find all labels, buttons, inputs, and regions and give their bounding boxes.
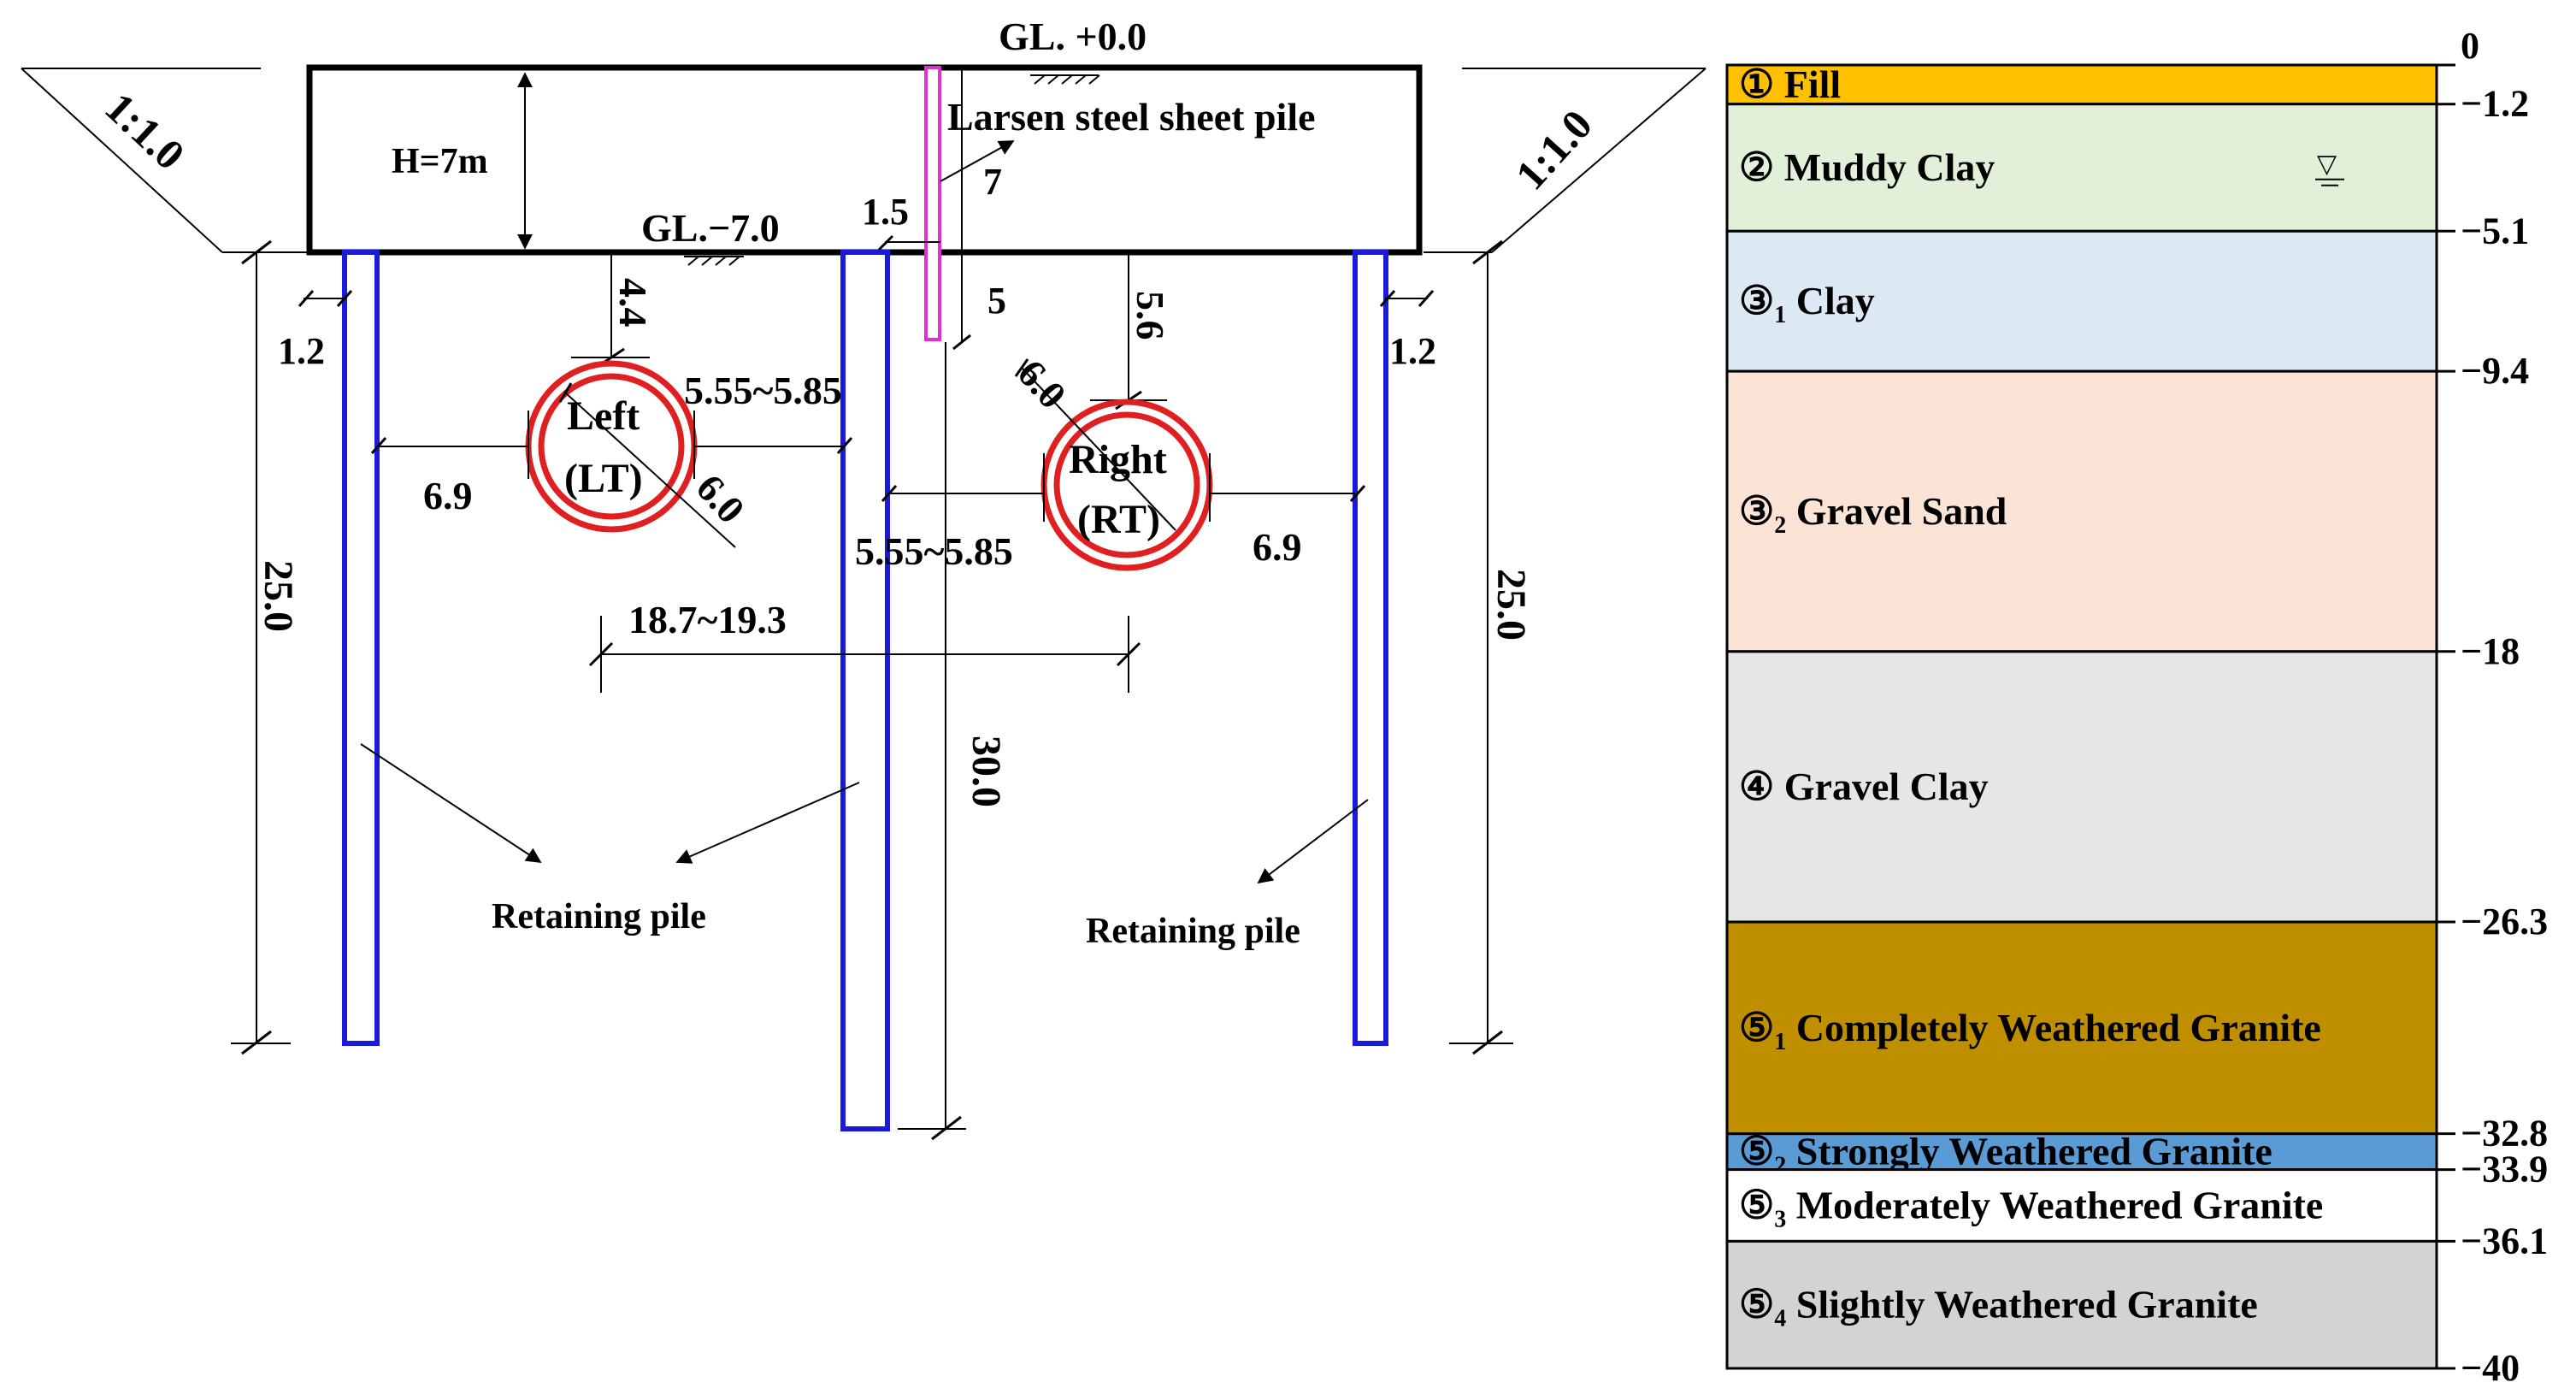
tunnel-right-line2: (RT) bbox=[1077, 497, 1160, 542]
spacing-left-mid: 5.55~5.85 bbox=[684, 369, 842, 412]
spacing-right-mid: 5.55~5.85 bbox=[855, 529, 1013, 573]
ground-level-top: GL. +0.0 bbox=[999, 15, 1147, 58]
tunnel-left-line2: (LT) bbox=[564, 456, 643, 501]
tunnel-right-diameter: 6.0 bbox=[1010, 351, 1075, 417]
offset-right-label: 1.2 bbox=[1389, 330, 1436, 372]
pile-length-middle: 30.0 bbox=[964, 735, 1009, 807]
cover-depth-right: 5.6 bbox=[1129, 291, 1172, 340]
stratum-layer bbox=[1725, 1168, 2438, 1243]
water-table-icon: ▽ bbox=[2317, 151, 2337, 179]
depth-label: −1.2 bbox=[2461, 83, 2529, 125]
retaining-pile-label-left: Retaining pile bbox=[492, 897, 706, 936]
larsen-dim-7: 7 bbox=[983, 161, 1002, 203]
larsen-sheet-pile bbox=[924, 66, 941, 341]
larsen-label: Larsen steel sheet pile bbox=[947, 95, 1316, 139]
tunnel-left bbox=[525, 360, 698, 533]
excavation-section: H=7m GL. +0.0 Larsen steel sheet pile 7 … bbox=[21, 15, 1707, 1141]
retaining-pile-left bbox=[342, 250, 380, 1046]
depth-label: 0 bbox=[2461, 25, 2479, 67]
retaining-pile-middle bbox=[840, 250, 890, 1131]
ground-level-bottom: GL.−7.0 bbox=[641, 206, 780, 250]
stratum-layer bbox=[1725, 1132, 2438, 1172]
stratum-label: ① Fill bbox=[1739, 62, 1841, 106]
depth-label: −18 bbox=[2461, 630, 2520, 672]
retaining-pile-label-right: Retaining pile bbox=[1086, 912, 1300, 951]
stratum-layer bbox=[1725, 229, 2438, 373]
tunnel-right-line1: Right bbox=[1069, 437, 1167, 482]
stratum-label: ② Muddy Clay bbox=[1739, 145, 1995, 189]
stratum-label: ⑤4 Slightly Weathered Granite bbox=[1739, 1283, 2258, 1332]
center-distance: 18.7~19.3 bbox=[628, 598, 787, 641]
strata-column: ① Fill ② Muddy Clay ③1 Clay ③2 Gravel Sand ④… bbox=[1725, 25, 2548, 1389]
depth-label: −26.3 bbox=[2461, 901, 2548, 942]
depth-label: −33.9 bbox=[2461, 1149, 2548, 1190]
larsen-dim-5: 5 bbox=[987, 280, 1006, 322]
ground-hatch-bottom bbox=[684, 256, 744, 266]
retaining-pile-right bbox=[1353, 250, 1388, 1046]
stratum-label: ⑤2 Strongly Weathered Granite bbox=[1739, 1130, 2272, 1179]
pile-length-right: 25.0 bbox=[1488, 569, 1534, 641]
stratum-layer bbox=[1725, 650, 2438, 924]
depth-label: −9.4 bbox=[2461, 350, 2529, 392]
stratum-layer bbox=[1725, 63, 2438, 106]
stratum-layer bbox=[1725, 1239, 2438, 1370]
slope-ratio-left: 1:1.0 bbox=[96, 83, 193, 179]
depth-label: −36.1 bbox=[2461, 1220, 2548, 1261]
slope-ratio-right: 1:1.0 bbox=[1506, 100, 1601, 198]
stratum-label: ④ Gravel Clay bbox=[1739, 765, 1989, 808]
right-slope bbox=[1424, 68, 1707, 253]
depth-label: −40 bbox=[2461, 1347, 2520, 1389]
tunnel-left-line1: Left bbox=[567, 393, 640, 439]
left-slope bbox=[21, 68, 308, 253]
tunnel-left-diameter: 6.0 bbox=[688, 466, 753, 532]
cover-depth-left: 4.4 bbox=[611, 278, 655, 328]
excavation-height-label: H=7m bbox=[392, 142, 488, 181]
stratum-label: ③2 Gravel Sand bbox=[1739, 489, 2007, 539]
larsen-offset: 1.5 bbox=[862, 191, 909, 233]
stratum-label: ⑤1 Completely Weathered Granite bbox=[1739, 1006, 2321, 1055]
spacing-left-outer: 6.9 bbox=[423, 474, 473, 517]
pile-length-left: 25.0 bbox=[256, 560, 301, 632]
tunnel-right bbox=[1040, 399, 1213, 571]
stratum-layer bbox=[1725, 369, 2438, 653]
depth-label: −5.1 bbox=[2461, 210, 2529, 251]
spacing-right-outer: 6.9 bbox=[1253, 525, 1302, 569]
stratum-label: ⑤3 Moderately Weathered Granite bbox=[1739, 1184, 2323, 1233]
depth-label: −32.8 bbox=[2461, 1113, 2548, 1155]
stratum-layer bbox=[1725, 103, 2438, 233]
stratum-label: ③1 Clay bbox=[1739, 279, 1875, 328]
ground-hatch-top bbox=[1030, 74, 1100, 85]
offset-left-label: 1.2 bbox=[278, 330, 325, 372]
stratum-layer bbox=[1725, 920, 2438, 1136]
